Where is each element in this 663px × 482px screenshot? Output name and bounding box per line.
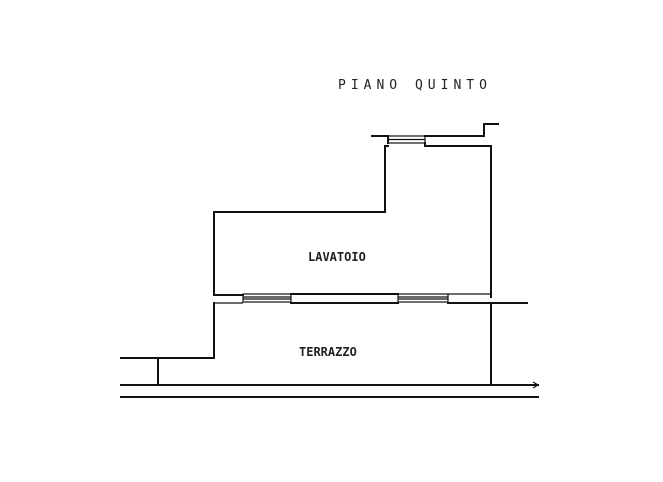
- base-line-arrow: [532, 381, 540, 389]
- window-left: [242, 293, 292, 303]
- door-opening: [290, 293, 399, 304]
- window-right: [397, 293, 449, 303]
- room-label-terrazzo: TERRAZZO: [299, 345, 357, 359]
- floor-title: PIANO QUINTO: [338, 78, 492, 93]
- terrazzo-area: [120, 302, 492, 386]
- room-label-lavatoio: LAVATOIO: [308, 250, 366, 264]
- lavatoio-room: [213, 145, 492, 298]
- top-wall-detail: [371, 123, 499, 147]
